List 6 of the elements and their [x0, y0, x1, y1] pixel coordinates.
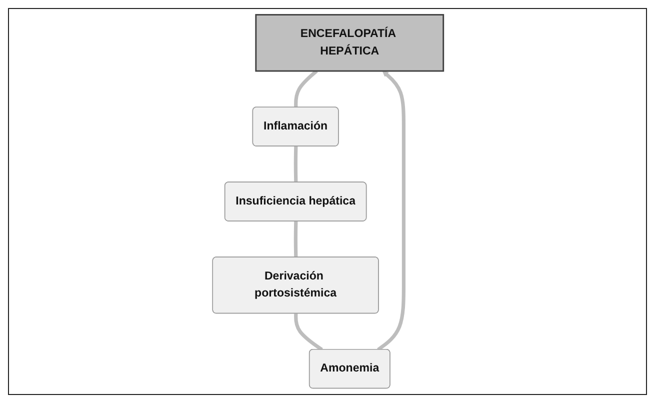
- connector: [294, 314, 322, 352]
- connector: [294, 70, 318, 108]
- node-box: ENCEFALOPATÍA HEPÁTICA: [254, 14, 444, 72]
- connector: [293, 221, 298, 258]
- connector: [293, 146, 298, 182]
- arrow: [376, 70, 405, 352]
